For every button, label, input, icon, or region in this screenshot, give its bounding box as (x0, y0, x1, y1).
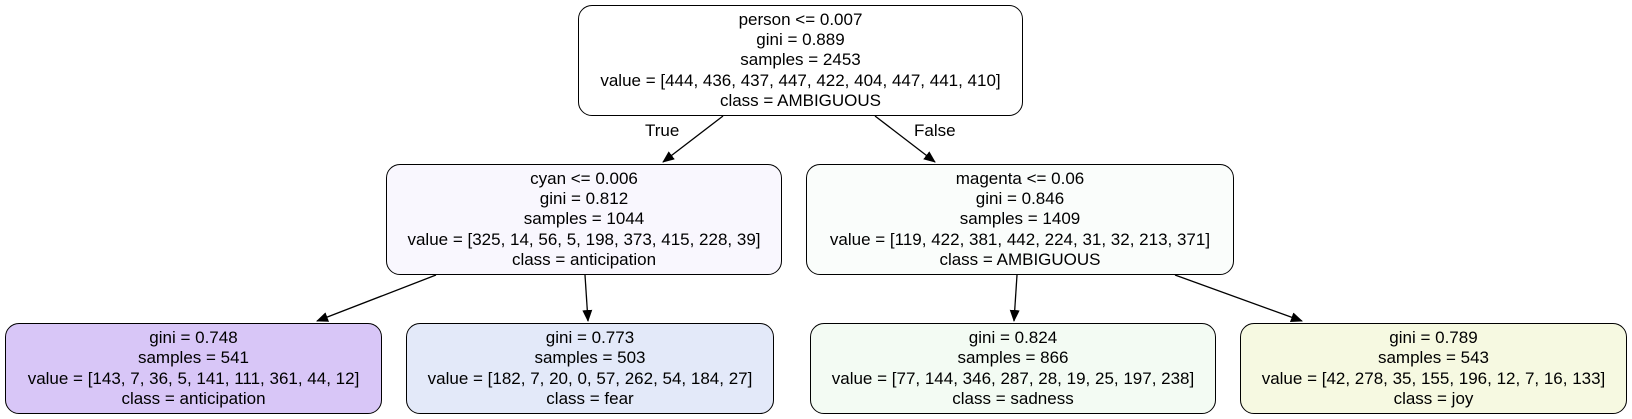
node-gini: gini = 0.846 (975, 189, 1065, 209)
node-value: value = [444, 436, 437, 447, 422, 404, 4… (600, 70, 1001, 90)
node-gini: gini = 0.773 (545, 327, 635, 347)
node-samples: samples = 543 (1377, 348, 1490, 368)
tree-leaf-fear: gini = 0.773 samples = 503 value = [182,… (406, 323, 774, 414)
edge-root-to-cyan (662, 115, 724, 163)
edge-magenta-to-joy (1174, 274, 1303, 322)
node-samples: samples = 541 (137, 348, 250, 368)
node-samples: samples = 866 (957, 348, 1069, 368)
node-samples: samples = 1044 (523, 209, 645, 229)
edge-label-false: False (914, 121, 956, 140)
edge-magenta-to-sadness (1009, 274, 1020, 322)
tree-leaf-joy: gini = 0.789 samples = 543 value = [42, … (1240, 323, 1627, 414)
node-class: class = anticipation (121, 388, 266, 408)
edge-label-true: True (645, 121, 680, 140)
edge-cyan-to-fear (582, 274, 593, 322)
node-class: class = fear (546, 388, 634, 408)
node-split-rule: person <= 0.007 (738, 9, 863, 29)
node-value: value = [119, 422, 381, 442, 224, 31, 32… (829, 229, 1211, 249)
tree-node-cyan-split: cyan <= 0.006 gini = 0.812 samples = 104… (386, 164, 782, 275)
node-class: class = sadness (952, 388, 1074, 408)
node-samples: samples = 2453 (740, 50, 861, 70)
node-split-rule: magenta <= 0.06 (955, 168, 1085, 188)
node-samples: samples = 503 (534, 348, 646, 368)
tree-leaf-anticipation: gini = 0.748 samples = 541 value = [143,… (5, 323, 382, 414)
node-gini: gini = 0.812 (539, 189, 629, 209)
node-value: value = [325, 14, 56, 5, 198, 373, 415, … (407, 229, 761, 249)
node-class: class = joy (1393, 388, 1474, 408)
tree-node-magenta-split: magenta <= 0.06 gini = 0.846 samples = 1… (806, 164, 1234, 275)
node-gini: gini = 0.889 (756, 30, 845, 50)
edge-cyan-to-anticipation (316, 274, 437, 322)
node-split-rule: cyan <= 0.006 (530, 168, 638, 188)
node-value: value = [77, 144, 346, 287, 28, 19, 25, … (831, 368, 1195, 388)
node-value: value = [42, 278, 35, 155, 196, 12, 7, 1… (1261, 368, 1606, 388)
node-class: class = anticipation (511, 249, 657, 269)
node-gini: gini = 0.824 (968, 327, 1058, 347)
tree-leaf-sadness: gini = 0.824 samples = 866 value = [77, … (810, 323, 1216, 414)
node-value: value = [182, 7, 20, 0, 57, 262, 54, 184… (427, 368, 753, 388)
node-class: class = AMBIGUOUS (939, 249, 1101, 269)
tree-node-root: person <= 0.007 gini = 0.889 samples = 2… (578, 5, 1023, 116)
node-samples: samples = 1409 (959, 209, 1081, 229)
node-value: value = [143, 7, 36, 5, 141, 111, 361, 4… (27, 368, 360, 388)
node-gini: gini = 0.748 (149, 327, 238, 347)
edge-root-to-magenta (874, 115, 936, 163)
node-gini: gini = 0.789 (1389, 327, 1478, 347)
node-class: class = AMBIGUOUS (719, 90, 882, 110)
